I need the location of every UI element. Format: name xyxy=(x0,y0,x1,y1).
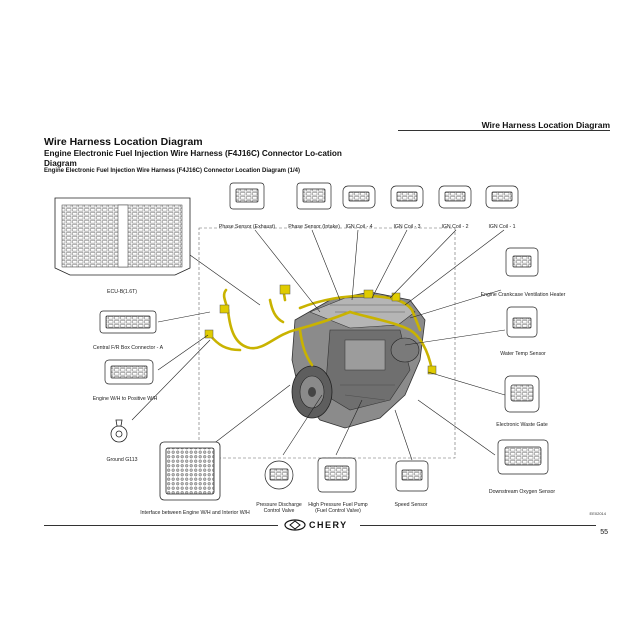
fr-box-label: Central F/R Box Connector - A xyxy=(92,345,164,351)
waste-gate-label: Electronic Waste Gate xyxy=(496,422,548,428)
interface-connector xyxy=(159,441,221,501)
speed-sensor-label: Speed Sensor xyxy=(394,502,428,508)
footer-rule-left xyxy=(44,525,278,526)
ground-terminal xyxy=(110,419,128,443)
phase-intake-label: Phase Sensor (Intake) xyxy=(288,224,340,230)
ign-coil-2-connector xyxy=(438,185,472,209)
ign-coil-4-label: IGN Coil - 4 xyxy=(345,224,373,230)
interface-label: Interface between Engine W/H and Interio… xyxy=(140,510,250,516)
ign-coil-1-connector xyxy=(485,185,519,209)
speed-sensor-connector xyxy=(395,460,429,492)
brand-logo: CHERY xyxy=(284,519,348,531)
crankcase-heater-label: Engine Crankcase Ventilation Heater xyxy=(480,292,566,298)
pressure-valve-connector xyxy=(264,460,294,490)
section-title: Wire Harness Location Diagram xyxy=(481,120,610,130)
fr-box-connector xyxy=(99,310,157,334)
page-number: 55 xyxy=(600,529,608,536)
figure-code: EE02014 xyxy=(589,511,606,516)
hp-fuel-pump-connector xyxy=(317,457,357,493)
brand-name: CHERY xyxy=(309,520,348,530)
phase-exhaust-connector xyxy=(229,182,265,210)
ecu-connector xyxy=(54,197,191,276)
diagram-caption: Engine Electronic Fuel Injection Wire Ha… xyxy=(44,168,300,174)
ign-coil-3-connector xyxy=(390,185,424,209)
water-temp-label: Water Temp Sensor xyxy=(500,351,546,357)
diagram-subtitle: Engine Electronic Fuel Injection Wire Ha… xyxy=(44,149,342,168)
crankcase-heater-connector xyxy=(505,247,539,277)
ecu-label: ECU-B(1.6T) xyxy=(107,289,137,295)
positive-wh-label: Engine W/H to Positive W/H xyxy=(92,396,158,402)
ign-coil-4-connector xyxy=(342,185,376,209)
phase-exhaust-label: Phase Sensor (Exhaust) xyxy=(218,224,276,230)
oxygen-sensor-label: Downstream Oxygen Sensor xyxy=(488,489,556,495)
ign-coil-1-label: IGN Coil - 1 xyxy=(488,224,516,230)
phase-intake-connector xyxy=(296,182,332,210)
chery-logo-icon xyxy=(284,519,306,531)
engine-illustration xyxy=(291,291,426,429)
ground-label: Ground G113 xyxy=(106,457,138,463)
water-temp-connector xyxy=(506,306,538,338)
ign-coil-3-label: IGN Coil - 3 xyxy=(393,224,421,230)
leader-lines xyxy=(131,229,506,461)
footer-rule-right xyxy=(360,525,596,526)
pressure-valve-label: Pressure Discharge Control Valve xyxy=(256,502,302,514)
ign-coil-2-label: IGN Coil - 2 xyxy=(441,224,469,230)
header-rule xyxy=(398,130,610,131)
waste-gate-connector xyxy=(504,375,540,413)
engine-frame xyxy=(198,227,456,459)
positive-wh-connector xyxy=(104,359,154,385)
hp-fuel-pump-label: High Pressure Fuel Pump (Fuel Control Va… xyxy=(308,502,368,514)
oxygen-sensor-connector xyxy=(497,439,549,475)
page-title: Wire Harness Location Diagram xyxy=(44,136,203,148)
